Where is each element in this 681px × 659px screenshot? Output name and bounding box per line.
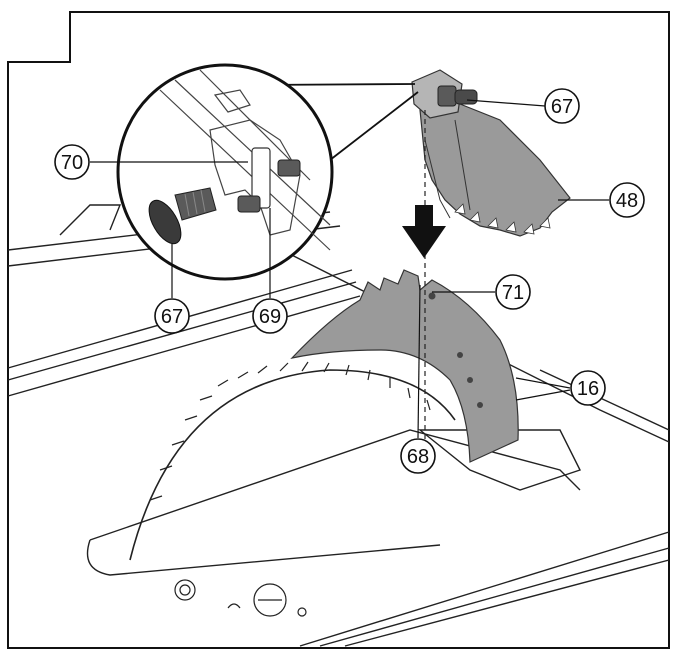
callout-label: 16	[577, 378, 599, 400]
callout-label: 71	[502, 282, 524, 304]
callout-label: 68	[407, 446, 429, 468]
callout-68: 68	[400, 438, 436, 474]
callout-67-top: 67	[544, 88, 580, 124]
table-controls	[174, 579, 307, 617]
callout-label: 67	[161, 306, 183, 328]
zoom-circle	[116, 63, 419, 281]
frame-border	[7, 11, 670, 649]
callout-label: 48	[616, 190, 638, 212]
callout-label: 67	[551, 96, 573, 118]
callout-16: 16	[570, 370, 606, 406]
down-arrow-icon	[402, 205, 446, 258]
knife-holes	[428, 292, 483, 408]
blade-guard	[419, 95, 571, 237]
riving-knife	[290, 269, 519, 463]
callout-48: 48	[609, 182, 645, 218]
callout-67-bottom: 67	[154, 298, 190, 334]
saw-table	[7, 204, 670, 647]
callout-70: 70	[54, 144, 90, 180]
callout-71: 71	[495, 274, 531, 310]
saw-blade	[129, 361, 456, 561]
callout-label: 70	[61, 152, 83, 174]
leader-lines	[90, 99, 609, 439]
guard-bracket	[411, 69, 478, 119]
callout-label: 69	[259, 306, 281, 328]
callout-69: 69	[252, 298, 288, 334]
